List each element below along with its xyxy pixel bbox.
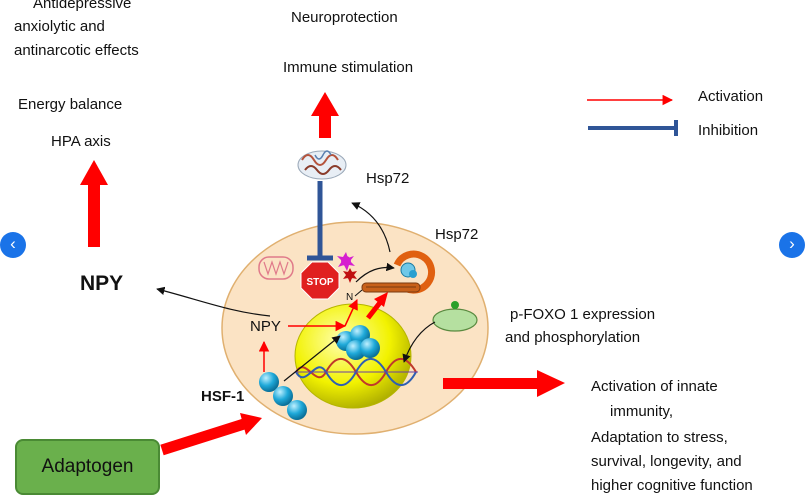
stress-burst-red xyxy=(343,268,357,283)
arrow-nucleus-to-curl xyxy=(355,262,395,283)
thick-arrow-nucleus-to-er xyxy=(366,292,388,320)
mitochondrion xyxy=(258,256,294,280)
next-slide-button[interactable]: › xyxy=(779,232,805,258)
arrow-nucleus-to-er xyxy=(344,299,358,327)
effect-antinarcotic: antinarcotic effects xyxy=(14,42,139,59)
hsf1-trimer xyxy=(259,372,307,420)
n-terminal-label: N xyxy=(346,292,353,303)
hsp72-protein-structure xyxy=(297,150,347,180)
hsf1-label: HSF-1 xyxy=(201,388,245,405)
arrow-curl-to-hsp72 xyxy=(351,202,391,253)
foxo-label-line1: p-FOXO 1 expression xyxy=(510,306,656,323)
n-terminal-link xyxy=(354,289,363,297)
dna-helix xyxy=(295,357,418,387)
hsf1-nuclear-trimer xyxy=(336,325,380,360)
hsp72-label-right: Hsp72 xyxy=(435,226,479,243)
effect-immune-stimulation: Immune stimulation xyxy=(283,59,414,76)
foxo-label-line2: and phosphorylation xyxy=(505,329,641,346)
stop-sign xyxy=(300,261,340,300)
arrow-foxo-to-nucleus xyxy=(402,321,436,363)
legend xyxy=(587,94,678,136)
effect-antidepressive: Antidepressive xyxy=(33,0,132,12)
effect-energy-balance: Energy balance xyxy=(18,96,123,113)
prev-slide-button[interactable]: ‹ xyxy=(0,232,26,258)
arrow-cell-to-npy xyxy=(156,286,271,317)
foxo-vesicle xyxy=(432,301,478,332)
outcome-line3: Adaptation to stress, xyxy=(591,429,728,446)
stop-label: STOP xyxy=(306,277,333,288)
stress-burst-magenta xyxy=(337,252,355,271)
npy-label-large: NPY xyxy=(80,272,124,295)
legend-activation-label: Activation xyxy=(698,88,764,105)
hsp72-label-top: Hsp72 xyxy=(366,170,410,187)
outcome-line5: higher cognitive function xyxy=(591,477,753,494)
effect-hpa-axis: HPA axis xyxy=(51,133,111,150)
thick-arrow-to-immune xyxy=(311,92,339,138)
outcome-line2: immunity, xyxy=(610,403,674,420)
arrow-hsf1-to-nucleus xyxy=(283,335,341,382)
thick-arrow-adaptogen-to-cell xyxy=(160,413,262,456)
er-membrane xyxy=(361,282,421,293)
outcome-line1: Activation of innate xyxy=(591,378,718,395)
effect-anxiolytic: anxiolytic and xyxy=(14,18,105,35)
npy-label-inner: NPY xyxy=(250,318,281,335)
effect-neuroprotection: Neuroprotection xyxy=(291,9,398,26)
thick-arrow-to-npy-effects xyxy=(80,160,108,247)
legend-inhibition-label: Inhibition xyxy=(698,122,759,139)
adaptogen-box: Adaptogen xyxy=(15,439,160,495)
thick-arrow-to-outcomes xyxy=(443,370,565,397)
outcome-line4: survival, longevity, and xyxy=(591,453,742,470)
